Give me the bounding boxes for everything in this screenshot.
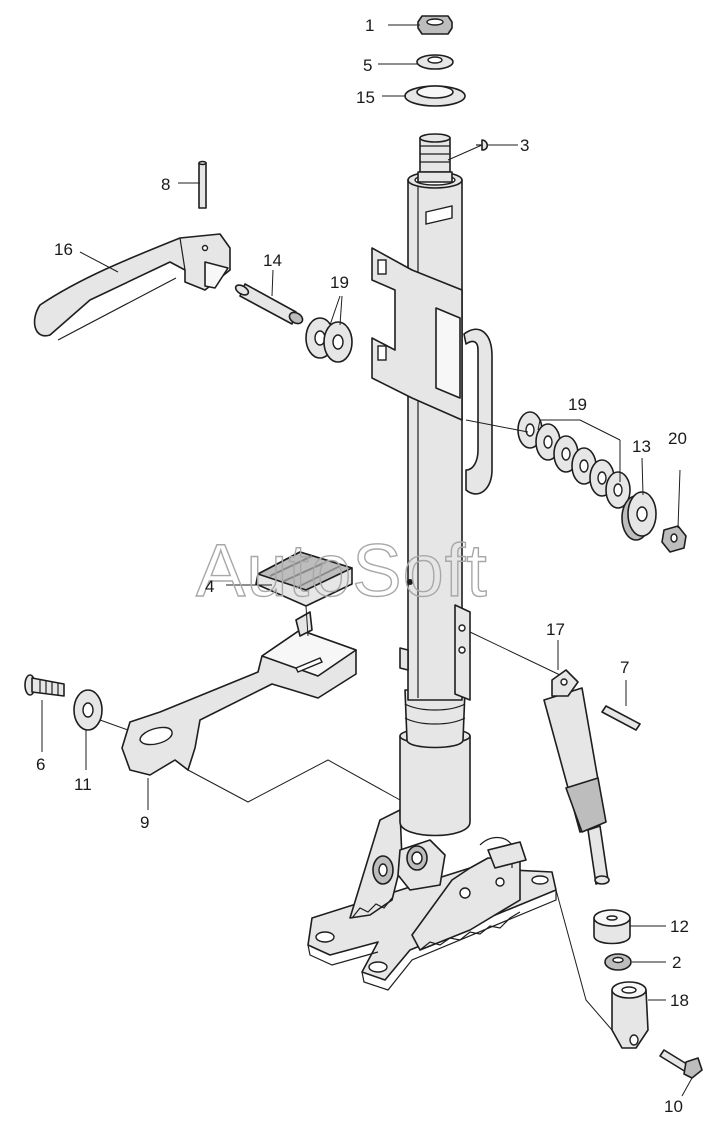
callout-10: 10 [664, 1097, 683, 1116]
washer-left [73, 689, 103, 731]
callout-5: 5 [363, 56, 372, 75]
hinge-bracket [349, 809, 527, 951]
clevis [611, 981, 649, 1049]
column-tube [407, 171, 463, 701]
callout-4: 4 [205, 577, 214, 596]
callout-16: 16 [54, 240, 73, 259]
callout-labels: 1 5 15 3 8 16 14 19 19 13 20 4 17 7 6 11… [36, 16, 689, 1116]
callout-8: 8 [161, 175, 170, 194]
pin-vertical [198, 160, 207, 209]
callout-13: 13 [632, 437, 651, 456]
callout-18: 18 [670, 991, 689, 1010]
callout-3: 3 [520, 136, 529, 155]
callout-9: 9 [140, 813, 149, 832]
column-lower [399, 689, 471, 837]
callout-17: 17 [546, 620, 565, 639]
bolt-left [24, 674, 65, 697]
callout-19-right: 19 [568, 395, 587, 414]
callout-11: 11 [74, 775, 92, 794]
leader-lines [41, 24, 693, 1097]
bolt-right [659, 1049, 703, 1079]
callout-2: 2 [672, 953, 681, 972]
watermark-text: AutoSoft [196, 529, 488, 612]
pedal-lever [121, 611, 357, 776]
callout-7: 7 [620, 658, 629, 677]
pin-diagonal [601, 705, 641, 731]
dish-washer [404, 85, 466, 107]
bushing [593, 909, 631, 945]
gas-spring [543, 669, 610, 885]
washer-top [416, 54, 454, 70]
callout-6: 6 [36, 755, 45, 774]
washer-pair-left [305, 317, 353, 363]
callout-15: 15 [356, 88, 375, 107]
lower-side-bracket [399, 604, 471, 701]
callout-20: 20 [668, 429, 687, 448]
nut-right [661, 525, 687, 553]
hand-lever [33, 233, 231, 341]
callout-14: 14 [263, 251, 282, 270]
pin-horizontal [234, 283, 304, 325]
washer-stack-right [517, 411, 631, 509]
small-screw [476, 139, 489, 151]
upper-bracket [371, 247, 493, 495]
nut-top [417, 15, 453, 35]
spacer [621, 491, 657, 541]
nut-small [604, 953, 632, 971]
top-shaft [417, 133, 453, 183]
callout-1: 1 [365, 16, 374, 35]
callout-12: 12 [670, 917, 689, 936]
callout-19-left: 19 [330, 273, 349, 292]
